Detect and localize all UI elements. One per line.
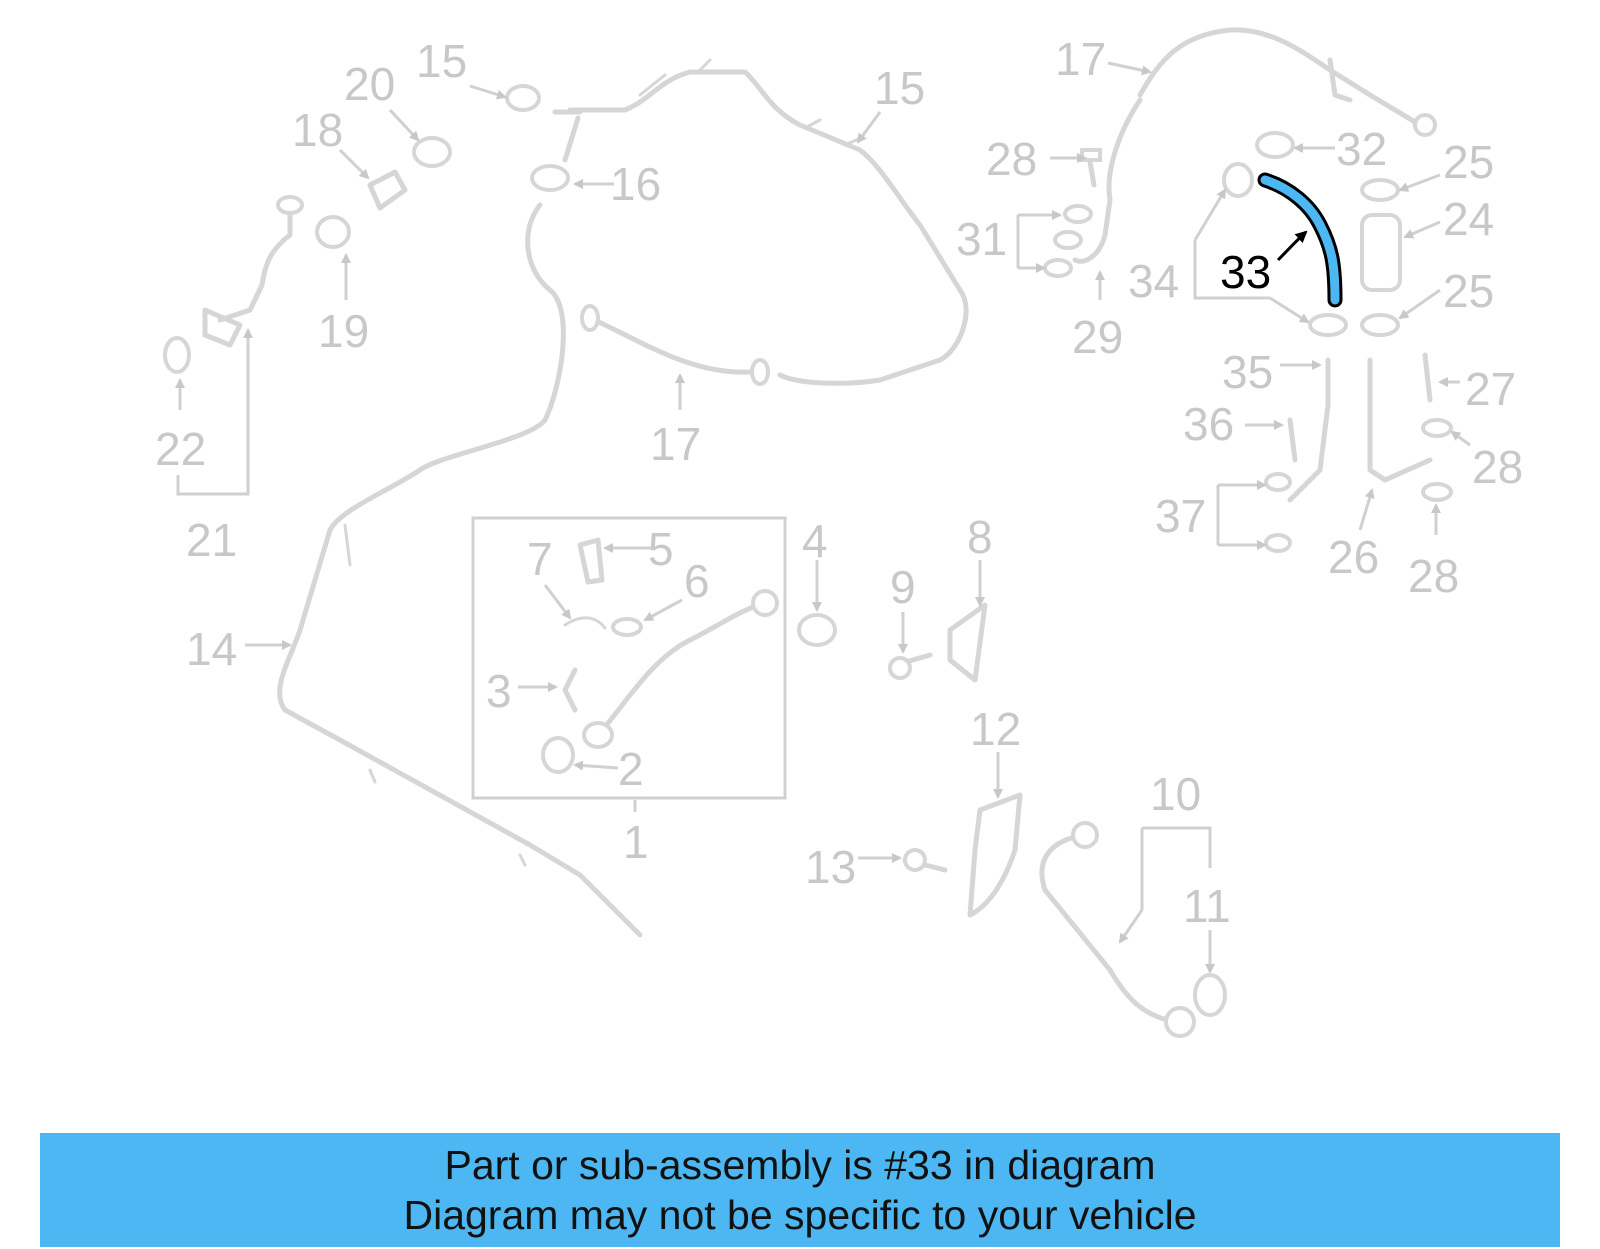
callout-16a: 15 — [416, 35, 467, 87]
part-10-11 — [1039, 821, 1227, 1038]
callout-17: 17 — [650, 418, 701, 470]
callout-25a: 25 — [1443, 136, 1494, 188]
part-12-13 — [902, 792, 1023, 918]
callout-26: 26 — [1328, 531, 1379, 583]
part-24-37-cluster — [1043, 147, 1453, 553]
callout-37: 37 — [1155, 490, 1206, 542]
callout-29: 29 — [1072, 311, 1123, 363]
callout-8: 8 — [967, 511, 993, 563]
part-1-assembly — [471, 516, 837, 800]
callout-12: 12 — [970, 703, 1021, 755]
part-33-highlighted-hose[interactable] — [1257, 172, 1343, 308]
callout-9: 9 — [890, 561, 916, 613]
callout-28a: 28 — [1472, 441, 1523, 493]
callout-31: 31 — [956, 213, 1007, 265]
callout-25b: 25 — [1443, 265, 1494, 317]
callout-32: 32 — [1336, 123, 1387, 175]
leader-lines — [175, 61, 1471, 974]
callout-28b: 28 — [1408, 550, 1459, 602]
callout-labels: 15 20 18 16 15 19 17 22 21 14 17 28 32 2… — [155, 33, 1523, 932]
callout-30: 28 — [986, 133, 1037, 185]
callout-19: 18 — [292, 104, 343, 156]
callout-10: 10 — [1150, 768, 1201, 820]
callout-7: 7 — [527, 533, 553, 585]
part-17-hose — [580, 304, 770, 386]
callout-36: 36 — [1183, 398, 1234, 450]
callout-23: 22 — [155, 423, 206, 475]
callout-6: 6 — [684, 555, 710, 607]
parts-diagram: 15 20 18 16 15 19 17 22 21 14 17 28 32 2… — [155, 27, 1523, 1038]
banner-line-1: Part or sub-assembly is #33 in diagram — [444, 1142, 1156, 1188]
callout-3: 3 — [486, 665, 512, 717]
callout-24: 24 — [1443, 193, 1494, 245]
callout-11: 11 — [1183, 880, 1231, 932]
callout-14: 14 — [186, 623, 237, 675]
callout-13: 13 — [805, 841, 856, 893]
callout-16b: 16 — [610, 158, 661, 210]
callout-1: 1 — [623, 816, 649, 868]
callout-2: 2 — [618, 743, 644, 795]
part-8-9 — [888, 602, 988, 683]
callout-5: 5 — [648, 523, 674, 575]
banner-line-2: Diagram may not be specific to your vehi… — [403, 1192, 1197, 1238]
callout-18: 17 — [1055, 33, 1106, 85]
callout-34: 34 — [1128, 255, 1179, 307]
callout-33: 33 — [1220, 246, 1271, 298]
part-15-hose — [327, 58, 969, 533]
part-22-pipe — [163, 136, 452, 374]
part-14-line — [277, 523, 643, 938]
callout-35: 35 — [1222, 346, 1273, 398]
callout-22: 21 — [186, 514, 237, 566]
callout-21: 20 — [344, 58, 395, 110]
callout-27: 27 — [1465, 363, 1516, 415]
leader-33 — [1276, 230, 1308, 262]
callout-4: 4 — [802, 515, 828, 567]
part-18-hose — [1072, 27, 1437, 264]
info-banner: Part or sub-assembly is #33 in diagram D… — [40, 1133, 1560, 1247]
callout-20: 19 — [318, 305, 369, 357]
callout-15: 15 — [874, 62, 925, 114]
part-16-clamps — [505, 84, 583, 192]
